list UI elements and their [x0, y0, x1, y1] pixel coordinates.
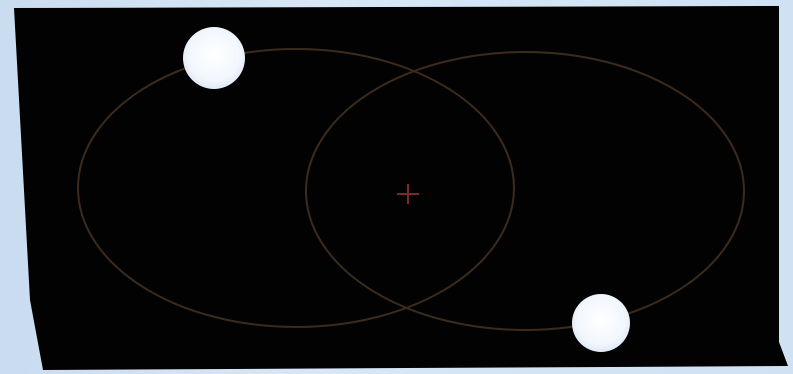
upper-left-ball — [183, 27, 245, 89]
screen-background — [14, 6, 788, 370]
lower-right-ball — [572, 294, 630, 352]
